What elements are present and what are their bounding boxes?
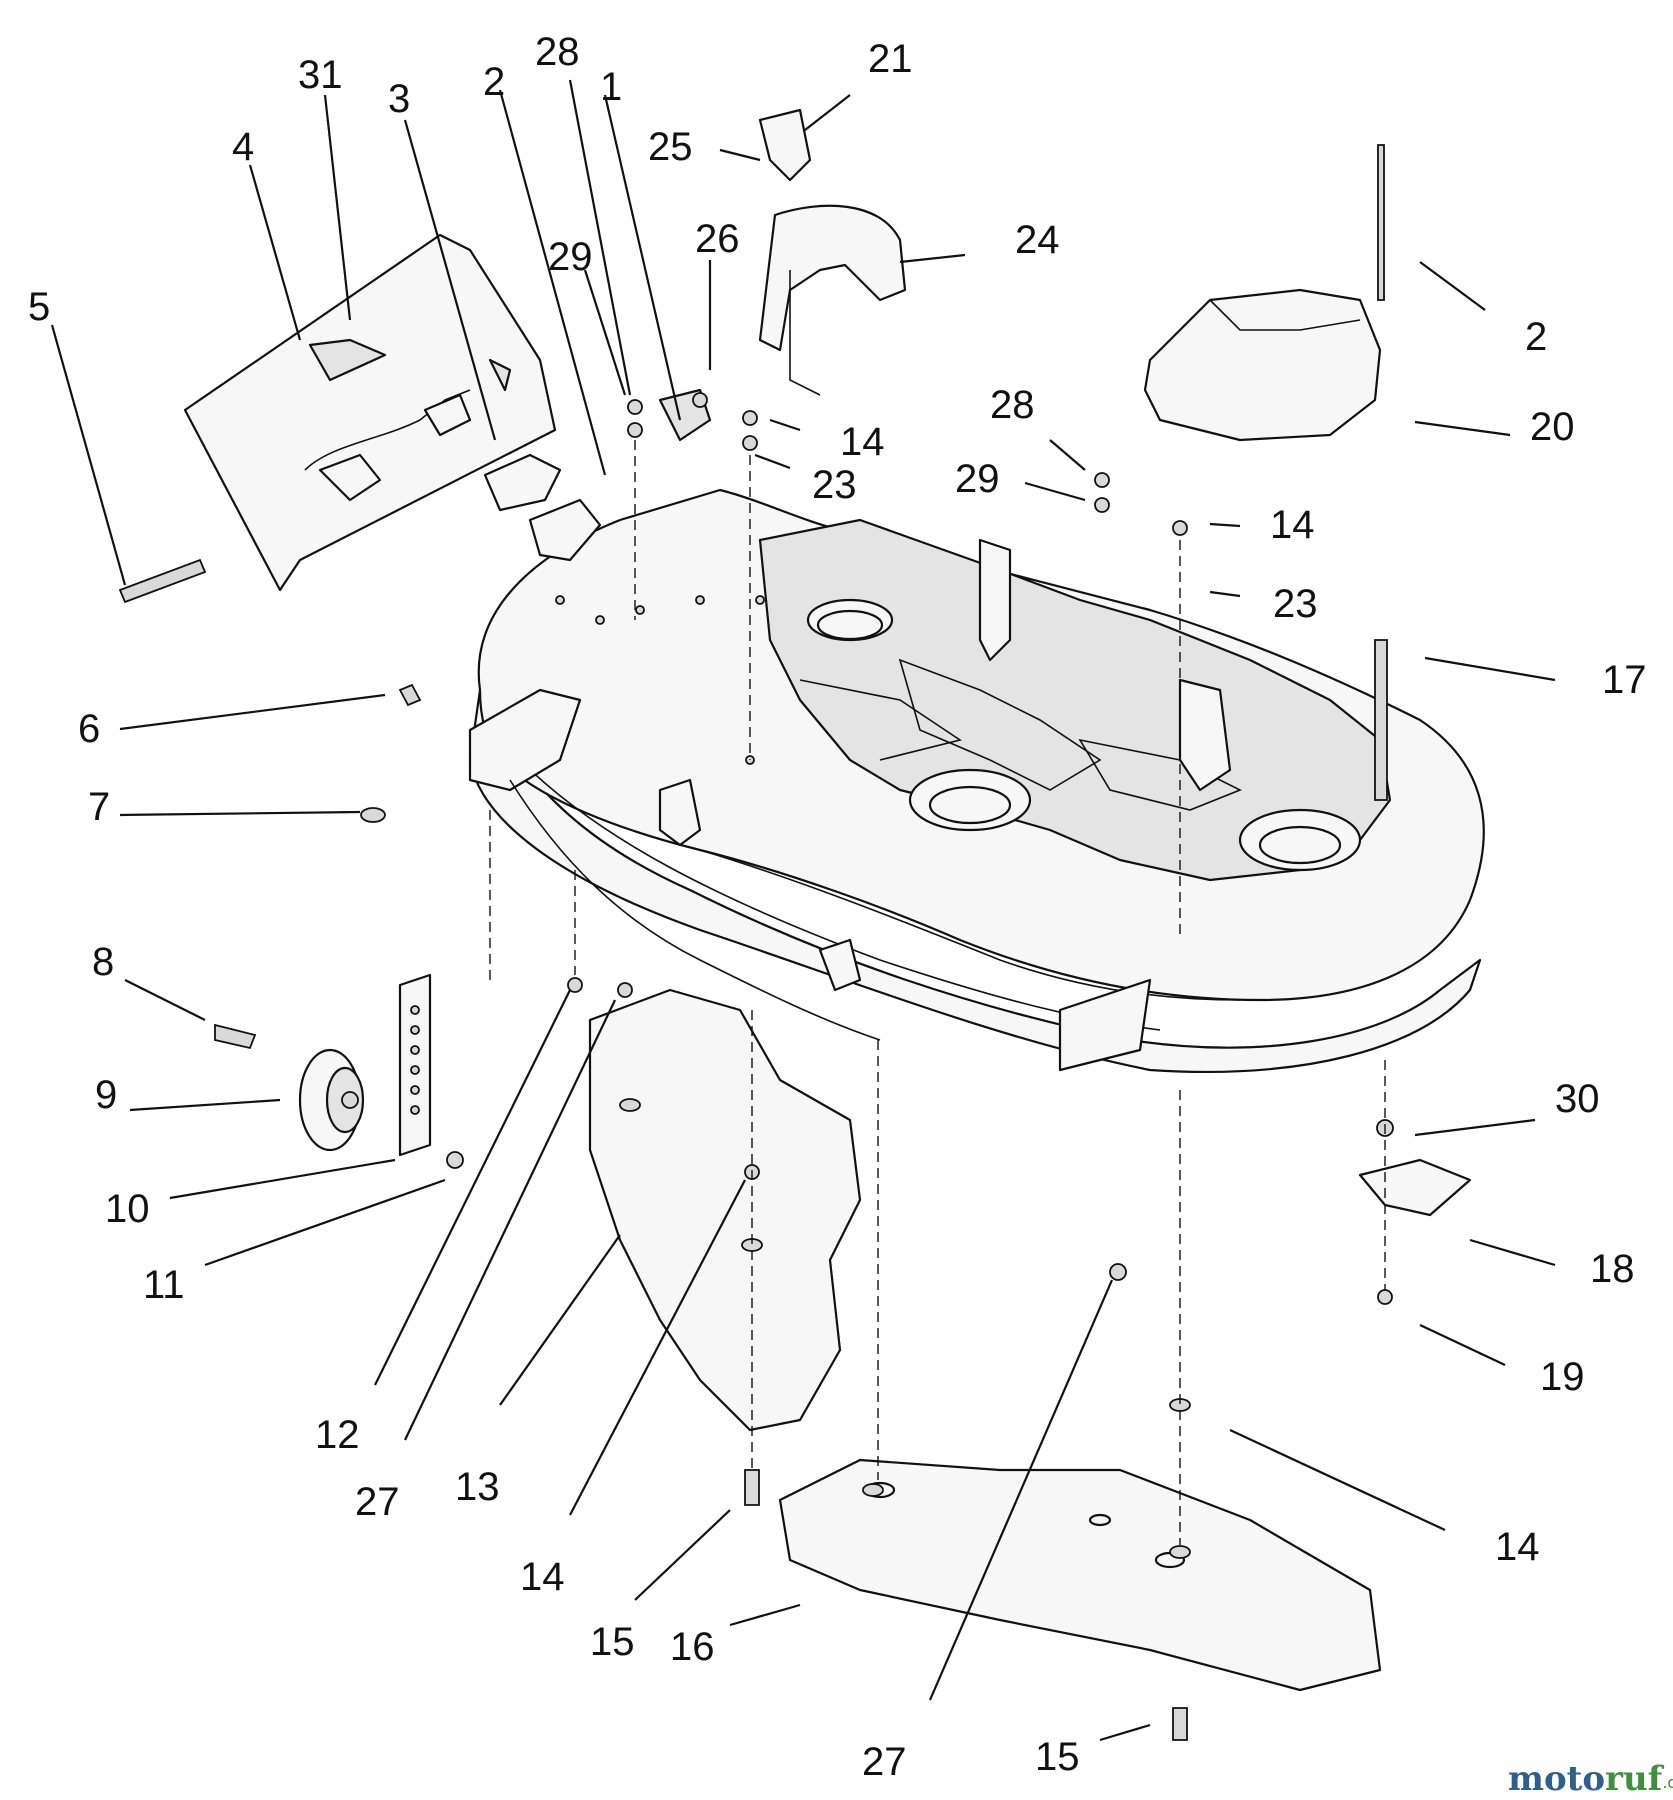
callout-14: 14 [1270,503,1315,547]
callout-27: 27 [862,1740,907,1784]
callout-15: 15 [590,1620,635,1664]
baffle-and-lower-guard [588,988,1382,1692]
callout-23: 23 [812,463,857,507]
callout-7: 7 [88,785,110,829]
callout-23: 23 [1273,582,1318,626]
callout-12: 12 [315,1413,360,1457]
callout-labels: 5 4 31 3 2 28 1 29 26 21 25 24 14 23 2 2… [28,30,1647,1784]
callout-30: 30 [1555,1077,1600,1121]
callout-11: 11 [143,1263,185,1307]
callout-14: 14 [520,1555,565,1599]
callout-16: 16 [670,1625,715,1669]
assembly-lines [489,440,1386,1545]
callout-28: 28 [535,30,580,74]
callout-2: 2 [483,60,505,104]
callout-17: 17 [1602,658,1647,702]
callout-8: 8 [92,940,114,984]
callout-21: 21 [868,37,913,81]
callout-15: 15 [1035,1735,1080,1779]
callout-6: 6 [78,707,100,751]
hardware [118,144,1472,1741]
gauge-wheel-assembly [214,973,464,1169]
callout-10: 10 [105,1187,150,1231]
callout-20: 20 [1530,405,1575,449]
mower-deck [468,488,1485,1073]
callout-19: 19 [1540,1355,1585,1399]
callout-13: 13 [455,1465,500,1509]
callout-24: 24 [1015,218,1060,262]
callout-4: 4 [232,125,254,169]
callout-25: 25 [648,125,693,169]
callout-5: 5 [28,285,50,329]
callout-14: 14 [840,420,885,464]
callout-26: 26 [695,217,740,261]
watermark-logo: motoruf.de [1508,1759,1673,1799]
svg-text:motoruf.de: motoruf.de [1508,1759,1673,1799]
callout-14: 14 [1495,1525,1540,1569]
callout-27: 27 [355,1480,400,1524]
chute-deflector [758,108,1382,442]
callout-9: 9 [95,1073,117,1117]
callout-31: 31 [298,53,343,97]
callout-3: 3 [388,77,410,121]
callout-29: 29 [955,457,1000,501]
callout-18: 18 [1590,1247,1635,1291]
callout-28: 28 [990,383,1035,427]
callout-29: 29 [548,235,593,279]
callout-2: 2 [1525,315,1547,359]
leader-lines [50,79,1556,1742]
callout-1: 1 [600,65,622,109]
